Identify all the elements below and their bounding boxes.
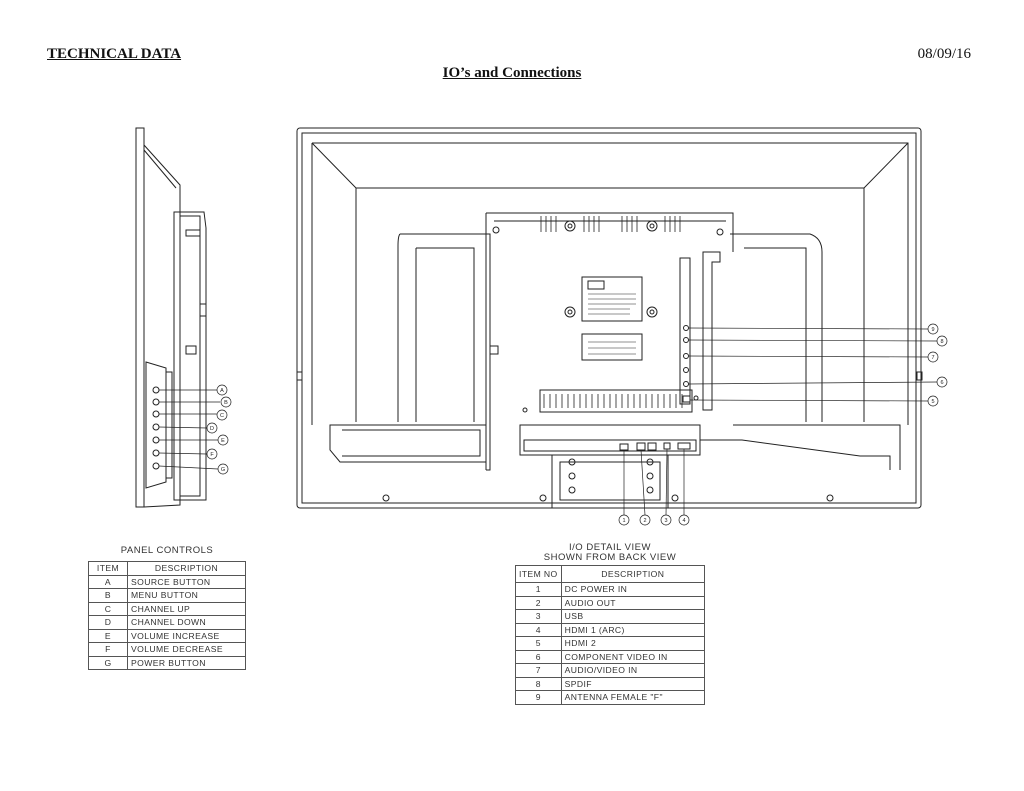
callout-e: E — [221, 438, 225, 444]
callout-a: A — [220, 388, 224, 394]
document-date: 08/09/16 — [917, 46, 971, 62]
io-detail-title: I/O DETAIL VIEW SHOWN FROM BACK VIEW — [515, 543, 705, 563]
column-header-item-no: ITEM NO — [515, 565, 562, 583]
item-cell: C — [88, 601, 128, 616]
description-cell: HDMI 2 — [560, 636, 706, 651]
item-cell: B — [88, 588, 128, 603]
description-cell: MENU BUTTON — [127, 588, 246, 603]
callout-f: F — [210, 452, 214, 458]
back-view-drawing — [296, 127, 923, 509]
table-header-row: ITEM DESCRIPTION — [88, 561, 246, 576]
item-cell: D — [88, 615, 128, 630]
description-cell: USB — [560, 609, 706, 624]
description-cell: HDMI 1 (ARC) — [560, 622, 706, 637]
back-callout-leaders — [618, 323, 948, 526]
callout-c: C — [220, 413, 224, 419]
description-cell: AUDIO OUT — [560, 595, 706, 610]
item-cell: E — [88, 628, 128, 643]
table-header-row: ITEM NO DESCRIPTION — [515, 565, 706, 583]
callout-6: 6 — [940, 380, 943, 386]
io-detail-title-line2: SHOWN FROM BACK VIEW — [543, 552, 677, 563]
item-cell: G — [88, 655, 128, 670]
description-cell: AUDIO/VIDEO IN — [560, 663, 706, 678]
description-cell: ANTENNA FEMALE "F" — [560, 690, 706, 705]
description-cell: CHANNEL DOWN — [127, 615, 246, 630]
item-cell: 5 — [515, 636, 562, 651]
side-callouts — [206, 384, 232, 475]
item-cell: 8 — [515, 676, 562, 691]
description-cell: VOLUME DECREASE — [127, 642, 246, 657]
panel-controls-title: PANEL CONTROLS — [120, 545, 214, 556]
callout-3: 3 — [664, 518, 667, 524]
item-cell: 4 — [515, 622, 562, 637]
item-cell: 7 — [515, 663, 562, 678]
callout-d: D — [210, 426, 214, 432]
item-cell: 1 — [515, 582, 562, 597]
description-cell: SOURCE BUTTON — [127, 574, 246, 589]
description-cell: COMPONENT VIDEO IN — [560, 649, 706, 664]
callout-g: G — [221, 467, 225, 473]
item-cell: 2 — [515, 595, 562, 610]
item-cell: F — [88, 642, 128, 657]
item-cell: 6 — [515, 649, 562, 664]
section-title: IO’s and Connections — [442, 65, 582, 81]
column-header-item: ITEM — [88, 561, 128, 576]
item-cell: 3 — [515, 609, 562, 624]
item-cell: 9 — [515, 690, 562, 705]
column-header-description: DESCRIPTION — [560, 565, 706, 583]
callout-8: 8 — [940, 339, 943, 345]
callout-5: 5 — [931, 399, 934, 405]
callout-7: 7 — [931, 355, 934, 361]
callout-2: 2 — [643, 518, 646, 524]
callout-9: 9 — [931, 327, 934, 333]
description-cell: VOLUME INCREASE — [127, 628, 246, 643]
description-cell: DC POWER IN — [560, 582, 706, 597]
callout-1: 1 — [622, 518, 625, 524]
item-cell: A — [88, 574, 128, 589]
column-header-description: DESCRIPTION — [127, 561, 246, 576]
callout-4: 4 — [682, 518, 685, 524]
description-cell: SPDIF — [560, 676, 706, 691]
document-title: TECHNICAL DATA — [47, 46, 182, 62]
callout-b: B — [224, 400, 228, 406]
io-detail-title-line1: I/O DETAIL VIEW — [569, 542, 651, 553]
description-cell: POWER BUTTON — [127, 655, 246, 670]
description-cell: CHANNEL UP — [127, 601, 246, 616]
side-view-drawing — [135, 127, 220, 508]
